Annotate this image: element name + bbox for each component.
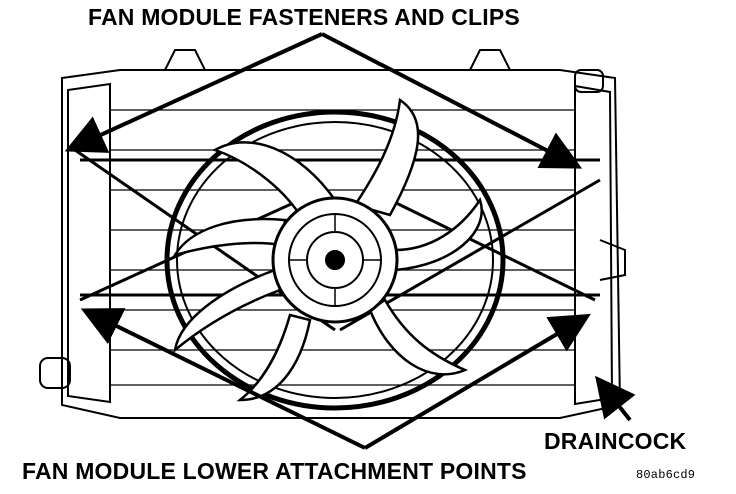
figure-code: 80ab6cd9: [636, 468, 696, 482]
fan-blade: [172, 97, 483, 402]
fasteners-label: FAN MODULE FASTENERS AND CLIPS: [88, 4, 520, 30]
lower-arrow-right: [363, 313, 591, 450]
fan-shroud: [164, 109, 506, 411]
fastener-arrow-right: [321, 32, 583, 169]
fan-hub: [271, 196, 399, 324]
fastener-arrow-left: [64, 32, 323, 153]
draincock-label: DRAINCOCK: [544, 428, 687, 454]
arrowhead: [64, 32, 636, 450]
lower-attachment-label: FAN MODULE LOWER ATTACHMENT POINTS: [22, 458, 527, 484]
lower-arrow-left: [80, 308, 366, 450]
draincock-arrow: [595, 375, 636, 422]
